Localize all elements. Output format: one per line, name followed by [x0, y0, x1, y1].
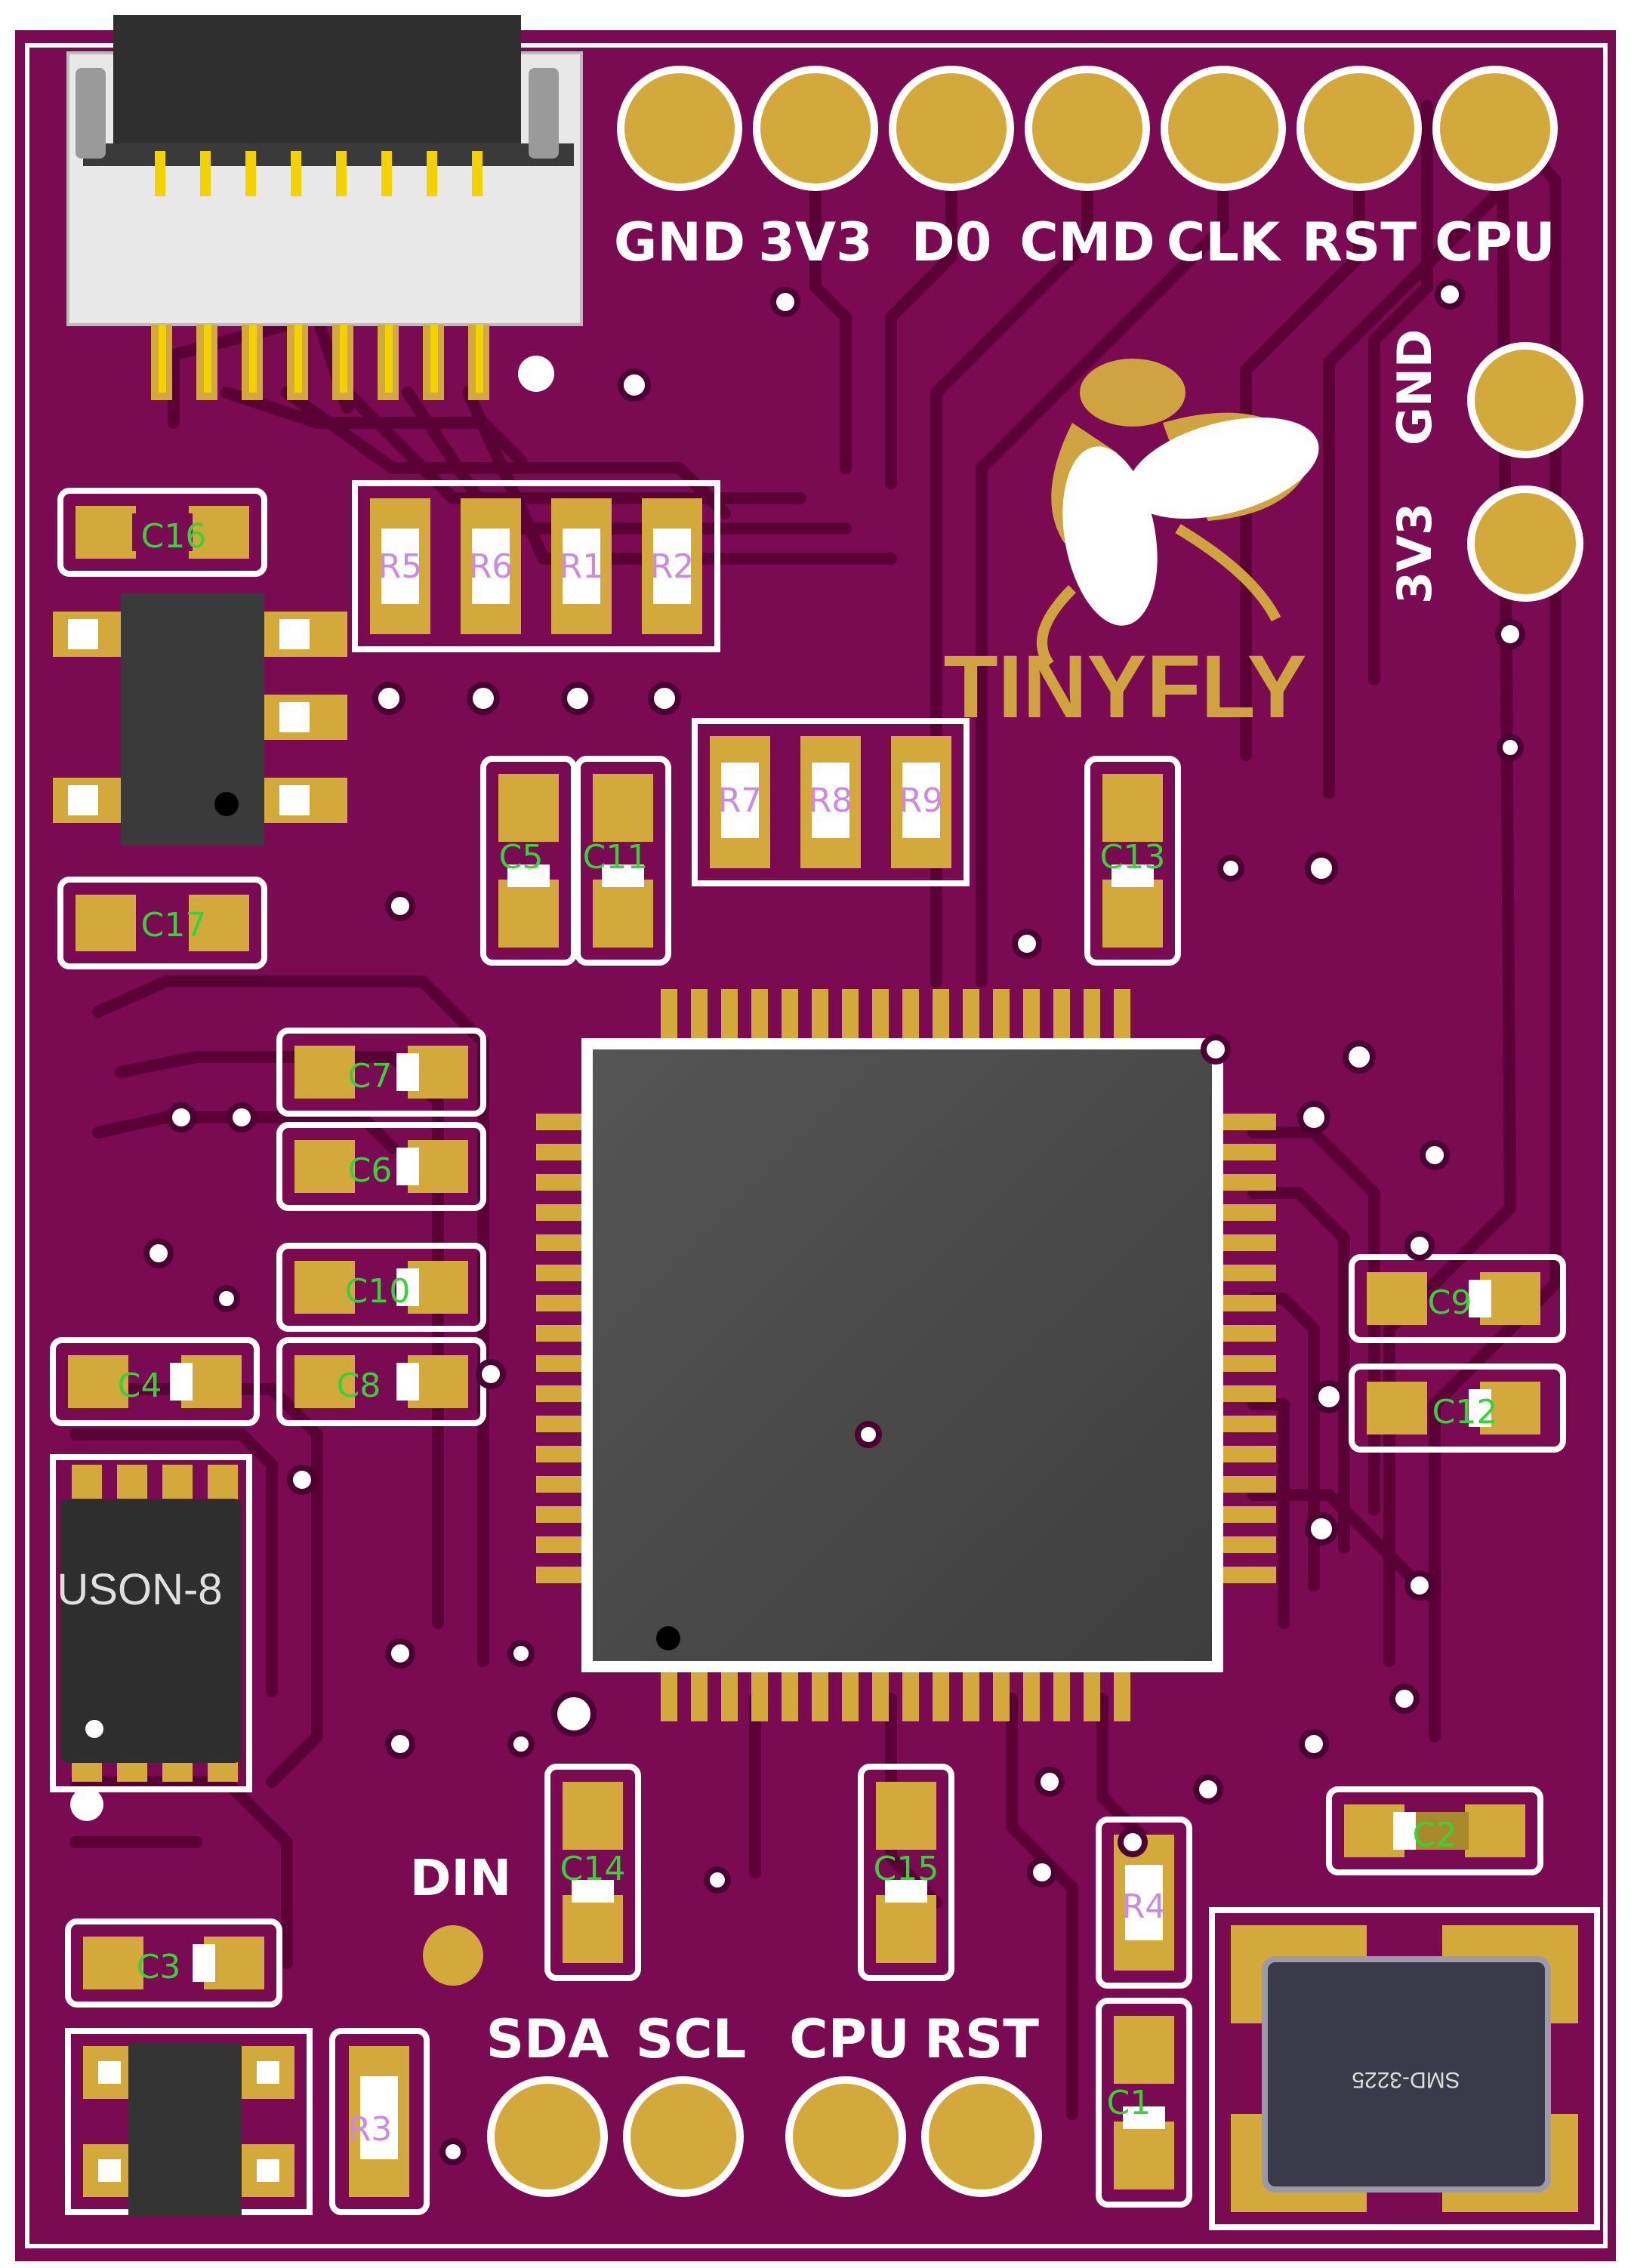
mcu-chip — [536, 989, 1276, 1721]
bottom-header-labels: SDA SCL CPU RST — [486, 2008, 1040, 2070]
svg-text:C11: C11 — [583, 838, 649, 877]
pin-label-rst: RST — [924, 2008, 1039, 2070]
top-header-labels: GND 3V3 D0 CMD CLK RST CPU — [614, 211, 1555, 273]
pin-label-d0: D0 — [911, 211, 992, 273]
header-pin — [1161, 66, 1286, 191]
svg-text:C12: C12 — [1432, 1393, 1498, 1431]
capacitor-c6: C6 — [276, 1122, 486, 1211]
svg-text:C6: C6 — [348, 1151, 393, 1190]
capacitor-c2: C2 — [1326, 1786, 1543, 1875]
resistor-r3: R3 — [329, 2028, 430, 2215]
svg-text:R3: R3 — [348, 2110, 393, 2149]
resistor-group-mid: R7 R8 R9 — [692, 718, 970, 886]
pin-label-gnd: GND — [614, 211, 745, 273]
capacitor-c7: C7 — [276, 1028, 486, 1117]
capacitor-c17: C17 — [57, 877, 267, 969]
svg-text:C17: C17 — [141, 906, 207, 944]
capacitor-c4: C4 — [50, 1337, 260, 1426]
capacitor-c12: C12 — [1349, 1364, 1566, 1453]
svg-text:C14: C14 — [560, 1850, 626, 1888]
board-edge-silkscreen — [25, 43, 1608, 2248]
svg-text:C1: C1 — [1107, 2084, 1152, 2122]
capacitor-c3: C3 — [65, 1918, 282, 2008]
pin-label-cpu: CPU — [789, 2008, 910, 2070]
capacitor-c1: C1 — [1096, 1998, 1192, 2208]
capacitor-c5: C5 — [480, 756, 577, 966]
flash-chip-label: USON-8 — [57, 1565, 222, 1614]
capacitor-c11: C11 — [575, 756, 671, 966]
ref-r1: R1 — [560, 547, 604, 586]
svg-text:C3: C3 — [137, 1948, 181, 1986]
header-pin — [623, 2076, 744, 2197]
svg-text:C2: C2 — [1413, 1816, 1457, 1854]
svg-text:C10: C10 — [345, 1272, 411, 1311]
ref-r8: R8 — [809, 781, 853, 820]
header-pin — [1025, 66, 1150, 191]
crystal-label: SMD-3225 — [1352, 2067, 1460, 2092]
header-pin — [617, 66, 742, 191]
header-pin — [1467, 485, 1583, 602]
header-pin — [785, 2076, 906, 2197]
svg-text:C16: C16 — [141, 517, 207, 556]
svg-text:C4: C4 — [118, 1367, 162, 1405]
vias — [143, 279, 1525, 2165]
svg-text:C15: C15 — [874, 1850, 939, 1888]
capacitor-c10: C10 — [276, 1243, 486, 1332]
header-pin — [1467, 342, 1583, 458]
side-header-labels: 3V3 GND — [1387, 329, 1442, 604]
capacitor-c13: C13 — [1084, 756, 1181, 966]
pin-label-cpu: CPU — [1435, 211, 1555, 273]
pin-label-3v3: 3V3 — [758, 211, 873, 273]
capacitor-c8: C8 — [276, 1337, 486, 1426]
side-header — [1467, 342, 1583, 602]
capacitor-c15: C15 — [858, 1764, 954, 1981]
svg-text:C7: C7 — [348, 1057, 393, 1095]
crystal-oscillator: SMD-3225 — [1209, 1907, 1600, 2230]
ref-r6: R6 — [469, 547, 513, 586]
fpc-connector — [66, 15, 583, 400]
bottom-header — [487, 2076, 1042, 2197]
regulator-chip — [53, 593, 347, 846]
svg-text:C13: C13 — [1100, 838, 1166, 877]
din-label: DIN — [410, 1849, 512, 1907]
header-pin — [921, 2076, 1042, 2197]
header-pin — [1296, 66, 1422, 191]
header-pin — [753, 66, 878, 191]
svg-text:C9: C9 — [1428, 1283, 1472, 1322]
header-pin — [889, 66, 1014, 191]
svg-text:C5: C5 — [499, 838, 544, 877]
header-pin — [487, 2076, 608, 2197]
capacitor-c9: C9 — [1349, 1254, 1566, 1343]
top-header — [617, 66, 1558, 191]
ref-r2: R2 — [650, 547, 695, 586]
capacitor-c16: C16 — [57, 488, 267, 577]
transistor-chip — [65, 2028, 313, 2216]
din-testpoint: DIN — [410, 1849, 512, 1986]
ref-r5: R5 — [378, 547, 423, 586]
logo-wordmark: TINYFLY — [944, 637, 1307, 737]
pin-label-sda: SDA — [486, 2008, 609, 2070]
pin-label-clk: CLK — [1167, 211, 1282, 273]
pin-label-rst: RST — [1302, 211, 1417, 273]
header-pin — [1432, 66, 1558, 191]
resistor-group-top: R5 R6 R1 R2 — [352, 480, 720, 652]
pin-label-scl: SCL — [636, 2008, 746, 2070]
resistor-r4: R4 — [1096, 1817, 1192, 1989]
capacitor-c14: C14 — [544, 1764, 641, 1981]
flash-chip: USON-8 — [50, 1454, 252, 1821]
pin-label-gnd: GND — [1387, 329, 1442, 445]
svg-text:R4: R4 — [1122, 1887, 1167, 1926]
pin-label-cmd: CMD — [1019, 211, 1155, 273]
ref-r7: R7 — [718, 781, 763, 820]
ref-r9: R9 — [899, 781, 944, 820]
svg-text:C8: C8 — [337, 1367, 381, 1405]
firefly-logo-icon — [1037, 359, 1319, 668]
pin-label-3v3: 3V3 — [1387, 503, 1442, 604]
